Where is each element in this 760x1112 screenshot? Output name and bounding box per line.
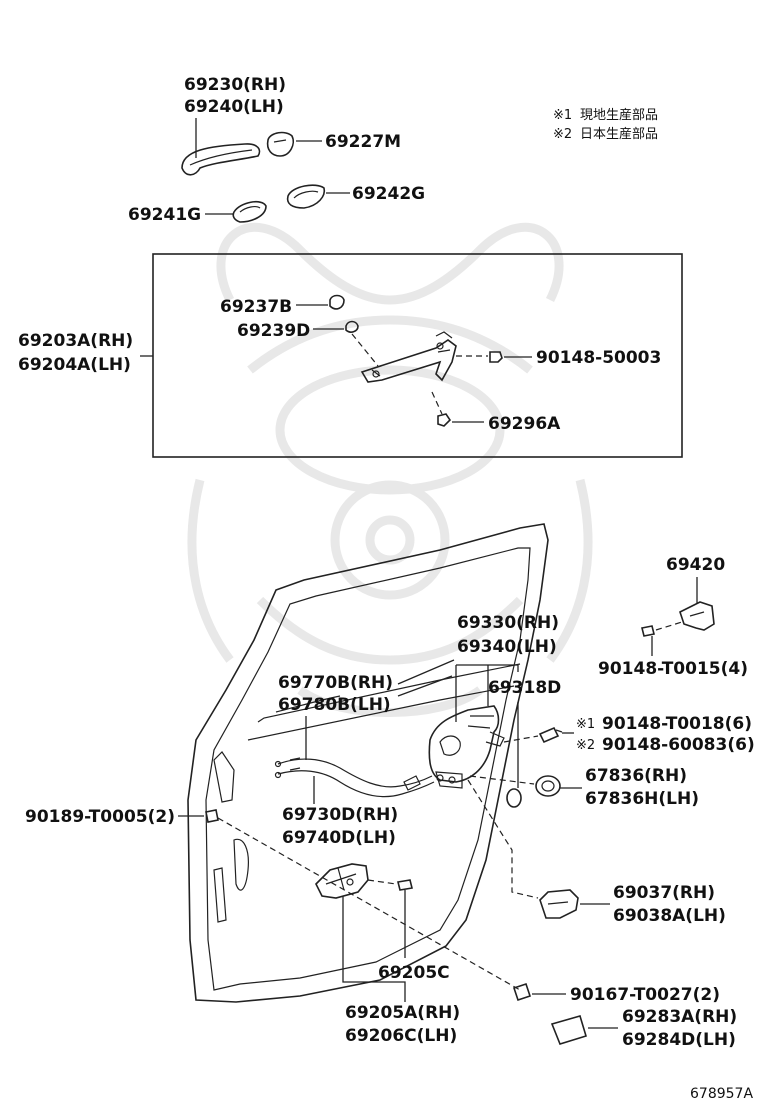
screw-69296A [437, 413, 452, 427]
retainer-90189-T0005 [205, 809, 219, 823]
lock-cables [274, 757, 435, 798]
label-67836H: 67836H(LH) [585, 789, 699, 809]
label-69340: 69340(LH) [457, 637, 557, 657]
seal-67836 [535, 775, 561, 797]
label-69206C: 69206C(LH) [345, 1026, 457, 1046]
bolt-90148-T0015 [641, 625, 655, 637]
label-69205A: 69205A(RH) [345, 1003, 460, 1023]
note-2-mark: ※2 [553, 127, 572, 142]
note-1-text: 現地生産部品 [580, 107, 658, 123]
pin-69205C [397, 879, 413, 891]
label-69730D: 69730D(RH) [282, 805, 398, 825]
label-69037: 69037(RH) [613, 883, 715, 903]
clip-69239D [345, 320, 359, 333]
label-69740D: 69740D(LH) [282, 828, 396, 848]
label-90148-60083: 90148-60083(6) [602, 735, 755, 755]
label-69237B: 69237B [220, 297, 292, 317]
mark-2: ※2 [576, 738, 595, 753]
bolt-90148-50003 [489, 351, 503, 363]
outside-handle [181, 143, 261, 176]
label-69240: 69240(LH) [184, 97, 284, 117]
label-90189-T0005: 90189-T0005(2) [25, 807, 175, 827]
label-69038A: 69038A(LH) [613, 906, 726, 926]
label-90148-T0015: 90148-T0015(4) [598, 659, 748, 679]
label-90167-T0027: 90167-T0027(2) [570, 985, 720, 1005]
label-69242G: 69242G [352, 184, 425, 204]
clip-69237B [329, 294, 345, 310]
frame-69203A [360, 331, 457, 383]
label-69284D: 69284D(LH) [622, 1030, 736, 1050]
screw-90148-T0018 [538, 726, 563, 744]
watermark-emblem [187, 222, 593, 717]
label-69204A: 69204A(LH) [18, 355, 131, 375]
label-69241G: 69241G [128, 205, 201, 225]
label-69318D: 69318D [488, 678, 561, 698]
notes-legend: ※1 現地生産部品 ※2 日本生産部品 [553, 107, 658, 142]
label-69205C: 69205C [378, 963, 450, 983]
label-69203A: 69203A(RH) [18, 331, 133, 351]
label-69420: 69420 [666, 555, 725, 575]
door-panel [187, 523, 549, 1003]
label-69239D: 69239D [237, 321, 310, 341]
label-69330: 69330(RH) [457, 613, 559, 633]
note-2-text: 日本生産部品 [580, 126, 658, 142]
label-90148-T0018: 90148-T0018(6) [602, 714, 752, 734]
pad-69241G [232, 200, 267, 223]
bracket-69037 [539, 889, 579, 919]
inside-handle-69205A [315, 863, 369, 899]
cover-69283A [550, 1015, 587, 1045]
note-1-mark: ※1 [553, 108, 572, 123]
door-lock-69330 [428, 705, 505, 789]
screw-90167-T0027 [512, 982, 532, 1002]
label-67836: 67836(RH) [585, 766, 687, 786]
label-69296A: 69296A [488, 414, 561, 434]
grommet-69318D [506, 788, 522, 808]
label-69283A: 69283A(RH) [622, 1007, 737, 1027]
figure-number: 678957A [690, 1086, 753, 1102]
pad-69242G [286, 184, 326, 209]
label-69770B: 69770B(RH) [278, 673, 393, 693]
label-90148-50003: 90148-50003 [536, 348, 661, 368]
label-69230: 69230(RH) [184, 75, 286, 95]
label-69780B: 69780B(LH) [278, 695, 391, 715]
label-69227M: 69227M [325, 132, 401, 152]
handle-cover-69227M [266, 131, 295, 157]
mark-1: ※1 [576, 717, 595, 732]
striker-69420 [679, 601, 715, 631]
